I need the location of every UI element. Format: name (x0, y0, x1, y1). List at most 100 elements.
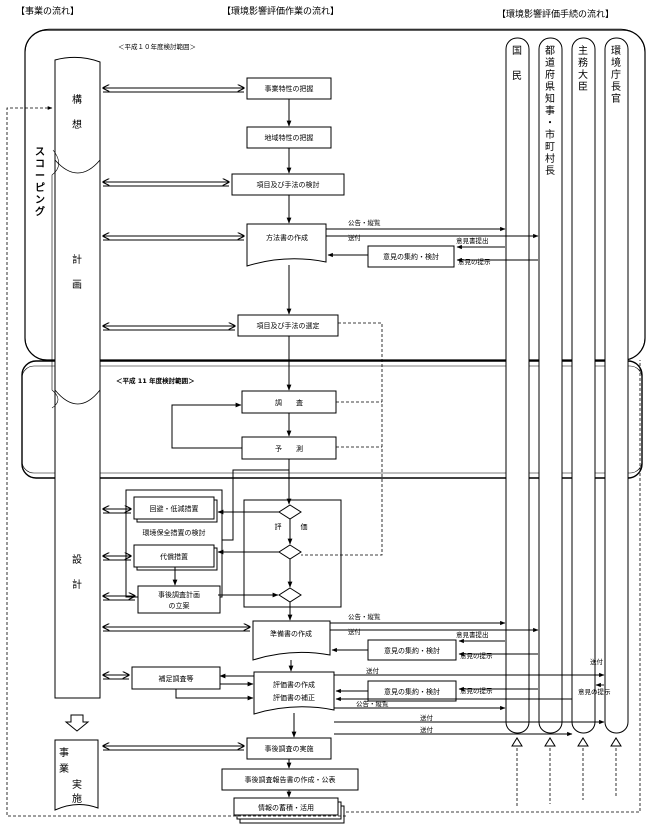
jigyou-1: 事 (59, 746, 69, 759)
phase-sekkei-2: 計 (72, 578, 82, 591)
svg-text:地域特性の把握: 地域特性の把握 (265, 133, 314, 142)
svg-text:境: 境 (611, 56, 621, 69)
svg-text:意見の集約・検討: 意見の集約・検討 (384, 687, 440, 696)
project-interaction-arrows (103, 88, 250, 751)
box-junbisho: 準備書の作成 (252, 620, 331, 661)
svg-text:情報の蓄積・活用: 情報の蓄積・活用 (258, 803, 314, 812)
svg-text:事: 事 (545, 104, 555, 117)
actor-chokan-label: 環 境 庁 長 官 (611, 45, 621, 105)
svg-text:ピ: ピ (35, 182, 45, 194)
svg-text:送付: 送付 (366, 666, 380, 675)
svg-text:ー: ー (35, 171, 45, 182)
project-implementation-box (54, 739, 99, 811)
procedure-labels: 公告・縦覧 送付 意見書提出 意見の提示 公告・縦覧 送付 意見書提出 意見の提… (348, 218, 611, 734)
svg-text:評価書の作成: 評価書の作成 (273, 680, 315, 689)
box-jouhou: 情報の蓄積・活用 (233, 797, 345, 824)
svg-text:評価書の補正: 評価書の補正 (273, 693, 315, 702)
phase-sekkei-1: 設 (72, 553, 82, 566)
svg-text:長: 長 (545, 165, 555, 177)
header-project-flow: 【事業の流れ】 (16, 5, 79, 17)
svg-text:グ: グ (35, 205, 45, 218)
svg-text:府: 府 (545, 68, 555, 81)
actor-column-chokan (604, 37, 629, 734)
svg-text:意見の提示: 意見の提示 (460, 686, 493, 695)
jigyou-4: 施 (72, 792, 82, 805)
svg-text:送付: 送付 (420, 713, 434, 722)
hozen-kentou-label: 環境保全措置の検討 (143, 528, 206, 537)
svg-text:事後調査報告書の作成・公表: 事後調査報告書の作成・公表 (245, 775, 336, 784)
svg-text:国: 国 (512, 45, 522, 57)
implementation-arrow-icon (64, 714, 90, 732)
box-hosoku: 補足調査等 (131, 666, 221, 690)
phase-kousou-2: 想 (72, 118, 82, 131)
svg-text:公告・縦覧: 公告・縦覧 (356, 699, 389, 708)
box-houhousho: 方法書の作成 (246, 223, 327, 267)
svg-text:臣: 臣 (578, 81, 588, 93)
svg-text:事後調査計画: 事後調査計画 (158, 590, 200, 599)
box-jigyou-tokusei: 事業特性の把握 (246, 77, 332, 100)
svg-text:予 測: 予 測 (275, 444, 303, 453)
svg-text:都: 都 (545, 45, 555, 57)
header-eia-work-flow: 【環境影響評価作業の流れ】 (222, 5, 339, 17)
svg-text:意見書提出: 意見書提出 (456, 236, 489, 245)
box-chousa: 調 査 (241, 390, 337, 414)
svg-text:調 査: 調 査 (275, 398, 303, 407)
box-chiiki-tokusei: 地域特性の把握 (246, 126, 332, 149)
h11-scope-label: ＜平成 11 年度検討範囲＞ (116, 376, 195, 385)
phase-keikaku-1: 計 (72, 253, 82, 266)
actor-column-kokumin (505, 37, 530, 734)
svg-text:送付: 送付 (348, 233, 362, 242)
box-iken-hyouka: 意見の集約・検討 (367, 680, 457, 702)
box-jigo-jisshi: 事後調査の実施 (246, 737, 332, 760)
svg-text:補足調査等: 補足調査等 (159, 674, 194, 683)
phase-kousou-1: 構 (72, 93, 82, 106)
scoping-label: ス コ ー ピ ン グ (35, 146, 45, 218)
procedure-arrows (326, 226, 605, 737)
h10-scope-label: ＜平成１０年度検討範囲＞ (118, 42, 196, 51)
svg-text:送付: 送付 (420, 725, 434, 734)
svg-text:項目及び手法の検討: 項目及び手法の検討 (257, 180, 320, 189)
svg-text:市: 市 (545, 128, 555, 141)
box-hyoukasho: 評価書の作成 評価書の補正 (253, 671, 335, 715)
actor-daijin-label: 主 務 大 臣 (578, 45, 588, 93)
box-kaihi: 回避・低減措置 (133, 496, 218, 523)
svg-text:大: 大 (578, 68, 588, 81)
svg-text:意見の提示: 意見の提示 (460, 651, 493, 660)
svg-text:務: 務 (578, 56, 588, 69)
hyouka-label-1: 評 (275, 522, 282, 531)
dashed-feedback-lines (6, 106, 641, 817)
svg-text:送付: 送付 (348, 627, 362, 636)
box-daishou: 代償措置 (133, 544, 218, 571)
svg-text:村: 村 (545, 152, 555, 165)
svg-text:意見の集約・検討: 意見の集約・検討 (383, 252, 439, 261)
hyouka-label-2: 価 (301, 522, 308, 531)
svg-text:主: 主 (578, 45, 588, 57)
box-jigo-houkoku: 事後調査報告書の作成・公表 (221, 768, 359, 791)
svg-text:準備書の作成: 準備書の作成 (270, 629, 312, 638)
svg-text:官: 官 (611, 92, 621, 105)
svg-text:ン: ン (35, 195, 45, 206)
svg-text:の立案: の立案 (169, 601, 190, 610)
box-yosoku: 予 測 (241, 436, 337, 460)
phase-keikaku-2: 画 (72, 280, 82, 291)
svg-text:県: 県 (545, 81, 555, 93)
header-eia-procedure-flow: 【環境影響評価手続の流れ】 (497, 8, 614, 20)
svg-text:項目及び手法の選定: 項目及び手法の選定 (257, 321, 320, 330)
svg-text:環: 環 (611, 45, 621, 57)
svg-text:町: 町 (545, 142, 555, 153)
svg-text:事後調査の実施: 事後調査の実施 (265, 744, 314, 753)
svg-text:意見書提出: 意見書提出 (456, 630, 489, 639)
svg-text:庁: 庁 (611, 68, 621, 81)
svg-text:・: ・ (545, 118, 555, 129)
svg-text:民: 民 (512, 70, 522, 82)
svg-text:コ: コ (35, 159, 45, 170)
svg-text:事業特性の把握: 事業特性の把握 (265, 84, 314, 93)
actor-column-daijin (571, 37, 596, 734)
svg-text:意見の提示: 意見の提示 (578, 687, 611, 696)
svg-text:意見の集約・検討: 意見の集約・検討 (384, 646, 440, 655)
svg-text:方法書の作成: 方法書の作成 (266, 233, 308, 242)
svg-text:回避・低減措置: 回避・低減措置 (150, 504, 199, 513)
box-jigo-keikaku: 事後調査計画 の立案 (137, 585, 221, 614)
svg-text:道: 道 (545, 56, 555, 69)
box-iken-houhou: 意見の集約・検討 (367, 245, 455, 268)
